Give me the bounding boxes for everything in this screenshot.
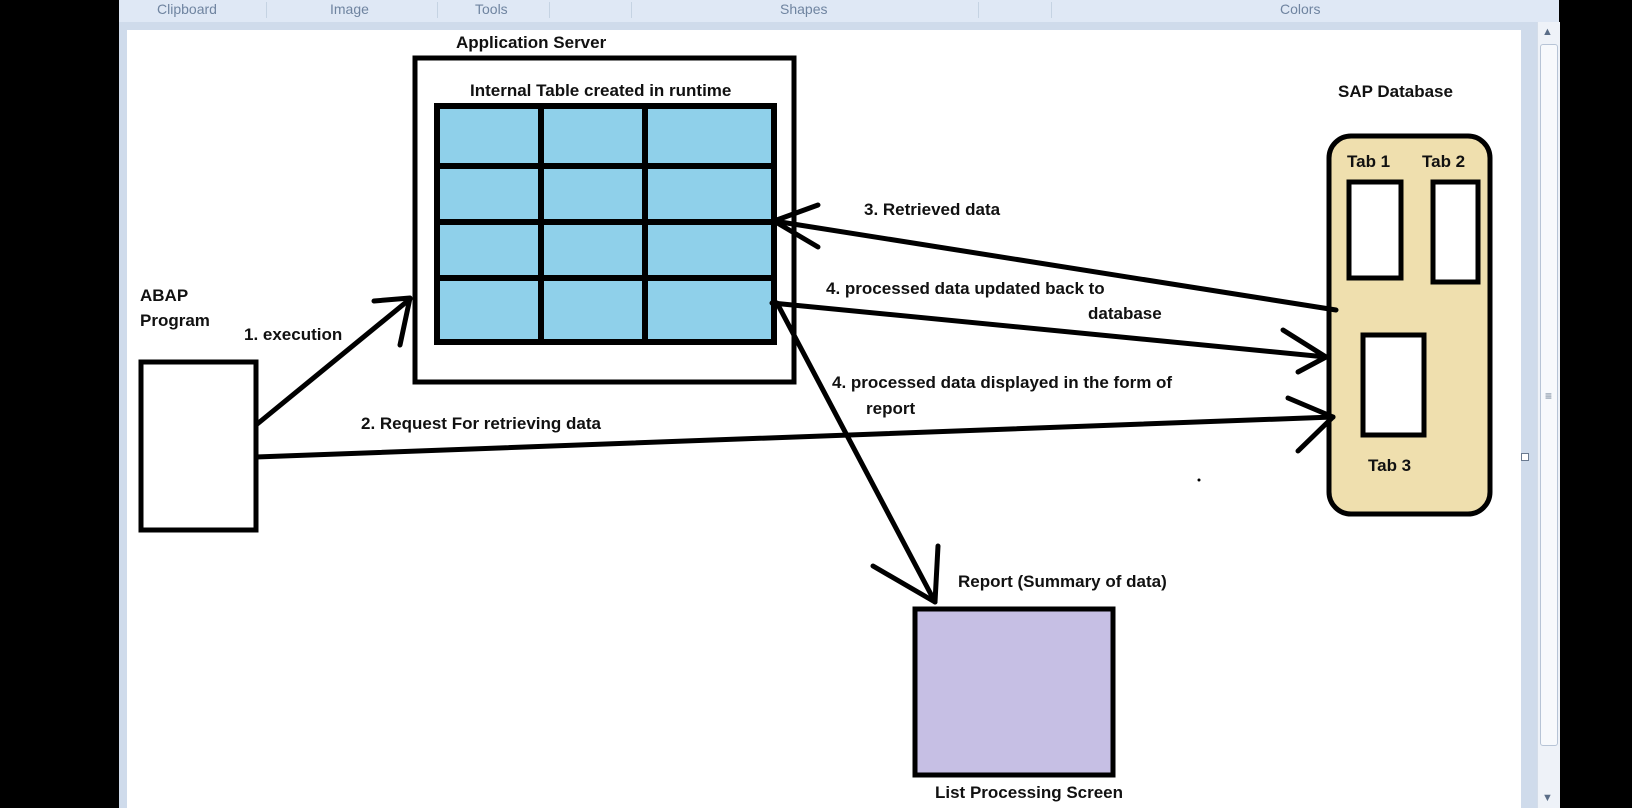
application-server-title: Application Server — [456, 33, 607, 52]
scrollbar-thumb[interactable]: ≡ — [1540, 44, 1558, 746]
abap-program-label-line1: ABAP — [140, 286, 189, 305]
arrow-update-database — [769, 300, 1329, 360]
db-table-tab1 — [1346, 179, 1404, 281]
sap-database-title: SAP Database — [1338, 82, 1453, 101]
ribbon-group-image[interactable]: Image — [330, 1, 369, 17]
step1-execution-label: 1. execution — [244, 325, 343, 344]
arrowhead-retrieved-data — [771, 202, 821, 250]
ribbon-divider — [1051, 2, 1052, 18]
ribbon-group-tools[interactable]: Tools — [475, 1, 508, 17]
abap-program-label-line2: Program — [140, 311, 210, 330]
step2-request-label: 2. Request For retrieving data — [361, 414, 601, 433]
vertical-scrollbar[interactable]: ▲ ≡ ▼ — [1537, 22, 1560, 808]
arrowhead-display-report — [870, 543, 941, 605]
arrow-display-report — [774, 300, 938, 605]
internal-table-grid — [434, 103, 777, 345]
arrowhead-execution — [371, 295, 413, 348]
step4-update-label-line1: 4. processed data updated back to — [826, 279, 1105, 298]
db-table-tab2 — [1430, 179, 1481, 285]
abap-program-box — [138, 359, 259, 533]
scroll-down-arrow-icon[interactable]: ▼ — [1542, 792, 1553, 804]
db-tab2-label: Tab 2 — [1422, 152, 1466, 171]
ribbon-group-shapes[interactable]: Shapes — [780, 1, 828, 17]
ribbon-divider — [978, 2, 979, 18]
report-title: Report (Summary of data) — [958, 572, 1167, 591]
arrowhead-update-database — [1280, 327, 1329, 375]
arrow-request — [253, 414, 1336, 460]
arrow-execution — [253, 296, 413, 428]
ribbon-divider — [437, 2, 438, 18]
canvas-speck — [1197, 478, 1201, 482]
arrowhead-request — [1285, 395, 1336, 454]
db-tab1-label: Tab 1 — [1347, 152, 1391, 171]
ribbon-group-colors[interactable]: Colors — [1280, 1, 1321, 17]
step4-display-label-line1: 4. processed data displayed in the form … — [832, 373, 1173, 392]
db-table-tab3 — [1360, 332, 1427, 438]
scroll-up-arrow-icon[interactable]: ▲ — [1542, 26, 1553, 38]
list-processing-screen-label: List Processing Screen — [935, 783, 1124, 802]
step4-update-label-line2: database — [1088, 304, 1162, 323]
arrow-retrieved-data — [771, 218, 1339, 313]
step3-retrieved-label: 3. Retrieved data — [864, 200, 1001, 219]
ribbon-divider — [549, 2, 550, 18]
step4-display-label-line2: report — [866, 399, 916, 418]
ribbon-divider — [631, 2, 632, 18]
list-processing-screen-box — [912, 606, 1116, 778]
internal-table-title: Internal Table created in runtime — [470, 81, 732, 100]
ribbon-divider — [266, 2, 267, 18]
scrollbar-grip-icon: ≡ — [1545, 389, 1553, 403]
ribbon-group-clipboard[interactable]: Clipboard — [157, 1, 217, 17]
application-server-box — [412, 55, 797, 385]
db-tab3-label: Tab 3 — [1368, 456, 1412, 475]
canvas-resize-handle[interactable] — [1521, 453, 1529, 461]
